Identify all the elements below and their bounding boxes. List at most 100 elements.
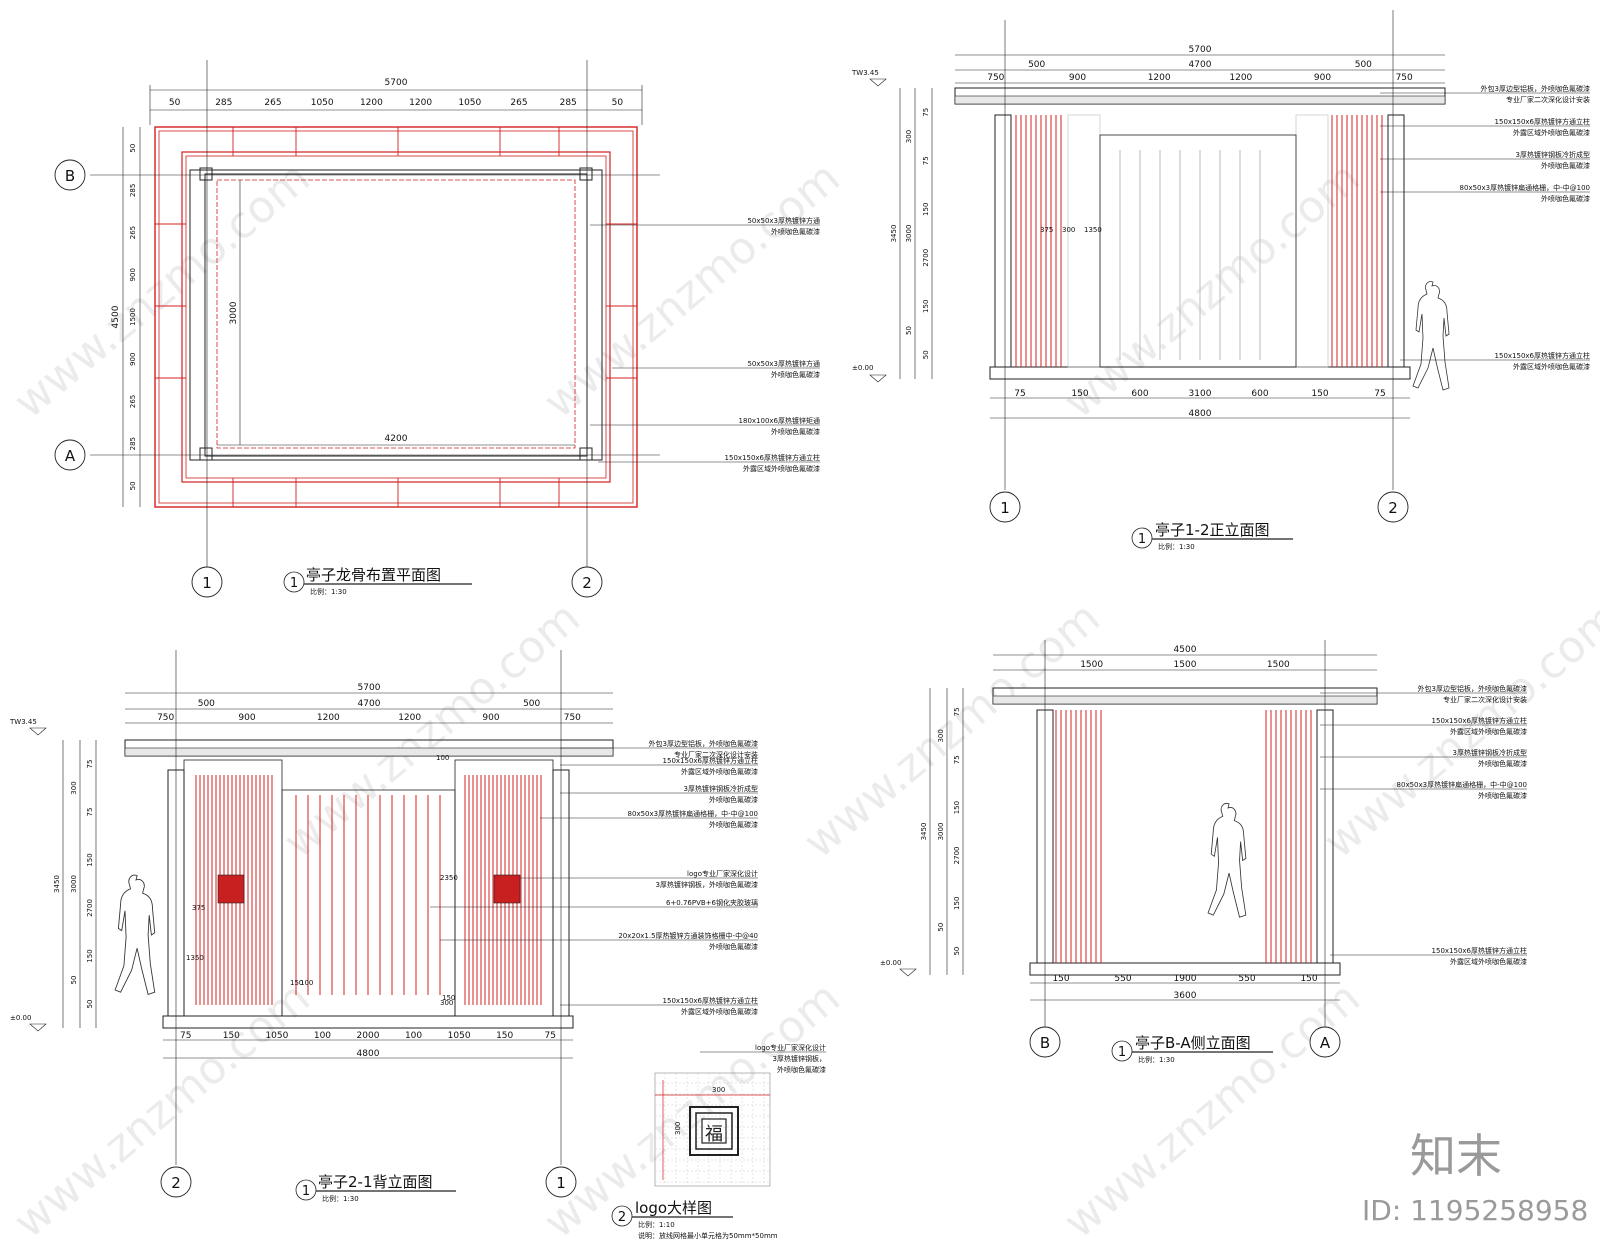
front-left-b-3: 2700: [922, 249, 930, 267]
side-note-2-a: 3厚热镀锌钢板冷折成型: [1453, 748, 1527, 757]
watermark-text-0: www.znzmo.com: [4, 152, 319, 428]
side-notes: 外包3厚边型铝板，外喷咖色氟碳漆专业厂家二次深化设计安装150x150x6厚热镀…: [1320, 684, 1527, 966]
front-zero-level: ±0.00: [852, 364, 873, 372]
plan-top-dim-2: 265: [264, 98, 281, 108]
side-bot-4: 150: [1300, 974, 1317, 984]
scale-figure-back: [114, 874, 156, 995]
side-axis-a-circle: [1309, 1026, 1341, 1058]
front-bot-3: 3100: [1189, 389, 1212, 399]
back-bot-8: 75: [544, 1031, 555, 1041]
side-person-figure: [1207, 802, 1247, 918]
plan-top-dim-4: 1200: [360, 98, 383, 108]
back-note-2-a: 3厚热镀锌钢板冷折成型: [684, 784, 758, 793]
back-dim-b-0: 500: [198, 699, 215, 709]
logo-note-2: 外喷咖色氟碳漆: [777, 1065, 826, 1074]
front-note-0-b: 专业厂家二次深化设计安装: [1506, 95, 1590, 104]
back-dim-b-2: 500: [523, 699, 540, 709]
front-dim-c-2: 1200: [1148, 73, 1171, 83]
back-dim-b-1: 4700: [358, 699, 381, 709]
plan-note-2-a: 180x100x6厚热镀锌矩通: [739, 416, 820, 425]
plan-note-2-b: 外喷咖色氟碳漆: [771, 427, 820, 436]
plan-note-3-a: 150x150x6厚热镀锌方通立柱: [725, 453, 820, 462]
back-left-total-0: 3450: [53, 875, 61, 893]
back-note-2-b: 外喷咖色氟碳漆: [709, 795, 758, 804]
side-note-1-a: 150x150x6厚热镀锌方通立柱: [1432, 716, 1527, 725]
plan-axis-2: 2: [582, 574, 592, 592]
front-left-total-0: 3450: [890, 225, 898, 243]
side-note-3-b: 外喷咖色氟碳漆: [1478, 791, 1527, 800]
back-bot-2: 1050: [265, 1031, 288, 1041]
plan-notes: 50x50x3厚热镀锌方通外喷咖色氟碳漆50x50x3厚热镀锌方通外喷咖色氟碳漆…: [590, 216, 820, 473]
front-bottom-total: 4800: [1189, 409, 1212, 419]
back-inner-dim-1: 1350: [186, 954, 204, 962]
back-title: 亭子2-1背立面图: [318, 1173, 433, 1191]
side-note-3-a: 80x50x3厚热镀锌扁通格栅，中-中@100: [1397, 780, 1527, 789]
plan-note-0-a: 50x50x3厚热镀锌方通: [747, 216, 820, 225]
back-axis-1-circle: [545, 1166, 577, 1198]
side-left-b-1: 75: [953, 755, 961, 764]
plan-note-0-b: 外喷咖色氟碳漆: [771, 227, 820, 236]
side-zero-level: ±0.00: [880, 959, 901, 967]
logo-mark-right: [493, 874, 521, 904]
front-inner-dim-0: 375: [1040, 226, 1053, 234]
back-note-0-b: 专业厂家二次深化设计安装: [674, 750, 758, 759]
back-left-b-4: 150: [86, 949, 94, 962]
back-bot-6: 1050: [448, 1031, 471, 1041]
front-left-a-0: 300: [905, 130, 913, 143]
back-left-b-0: 75: [86, 760, 94, 769]
back-notes: 外包3厚边型铝板，外喷咖色氟碳漆专业厂家二次深化设计安装150x150x6厚热镀…: [430, 739, 758, 1016]
plan-top-dim-0: 50: [169, 98, 181, 108]
plan-left-dim-7: 285: [129, 437, 137, 450]
logo-note-0: logo专业厂家深化设计: [755, 1043, 826, 1052]
back-bot-4: 2000: [357, 1031, 380, 1041]
plan-scale: 比例：1:30: [310, 587, 347, 596]
front-tw-level: TW3.45: [851, 69, 879, 77]
back-left-a-0: 300: [70, 781, 78, 794]
back-left-a-1: 3000: [70, 875, 78, 893]
front-note-4-a: 150x150x6厚热镀锌方通立柱: [1495, 351, 1590, 360]
logo-title-num: 2: [618, 1210, 626, 1225]
side-axis-a: A: [1320, 1034, 1331, 1052]
side-left-a-0: 300: [937, 729, 945, 742]
side-note-4-a: 150x150x6厚热镀锌方通立柱: [1432, 946, 1527, 955]
side-grilles: [1055, 710, 1312, 963]
side-top-dim-0: 1500: [1080, 660, 1103, 670]
back-left-b-3: 2700: [86, 899, 94, 917]
side-note-0-a: 外包3厚边型铝板，外喷咖色氟碳漆: [1418, 684, 1527, 693]
back-note-7-b: 外露区域外喷咖色氟碳漆: [681, 1007, 758, 1016]
front-bot-5: 150: [1311, 389, 1328, 399]
side-left-a-1: 3000: [937, 823, 945, 841]
plan-left-dim-2: 265: [129, 226, 137, 239]
plan-top-dim-3: 1050: [311, 98, 334, 108]
side-title-num: 1: [1118, 1045, 1126, 1060]
front-left-b-5: 50: [922, 350, 930, 359]
front-note-1-a: 150x150x6厚热镀锌方通立柱: [1495, 117, 1590, 126]
side-scale: 比例：1:30: [1138, 1055, 1175, 1064]
side-bot-0: 150: [1052, 974, 1069, 984]
front-dim-c-0: 750: [987, 73, 1004, 83]
front-bot-1: 150: [1071, 389, 1088, 399]
back-title-num: 1: [302, 1184, 310, 1199]
back-note-1-a: 150x150x6厚热镀锌方通立柱: [663, 756, 758, 765]
front-dim-c-4: 900: [1314, 73, 1331, 83]
front-grille-left: [1015, 115, 1062, 367]
front-axis-2-circle: [1377, 491, 1409, 523]
front-dim-b-0: 500: [1028, 60, 1045, 70]
scale-figure-side: [1207, 802, 1247, 918]
watermark-text-2: www.znzmo.com: [1054, 152, 1369, 428]
front-note-3-a: 80x50x3厚热镀锌扁通格栅，中-中@100: [1460, 183, 1590, 192]
front-note-3-b: 外喷咖色氟碳漆: [1541, 194, 1590, 203]
front-left-b-2: 150: [922, 203, 930, 216]
side-left-b-4: 150: [953, 897, 961, 910]
back-dim-c-0: 750: [157, 713, 174, 723]
side-title: 亭子B-A侧立面图: [1135, 1034, 1251, 1052]
front-note-0-a: 外包3厚边型铝板，外喷咖色氟碳漆: [1481, 84, 1590, 93]
